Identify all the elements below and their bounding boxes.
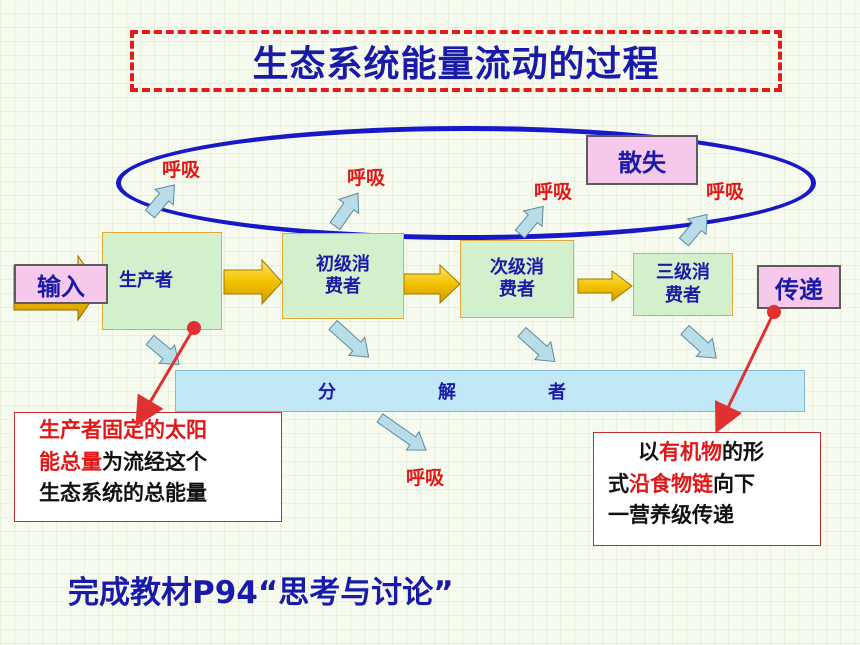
title-box: 生态系统能量流动的过程 — [130, 30, 782, 92]
to-decomp-4 — [680, 324, 717, 359]
secondary-consumer-line1: 次级消 — [490, 256, 544, 278]
note-right: 以有机物的形 式沿食物链向下 一营养级传递 — [593, 432, 821, 546]
producer-box: 生产者 — [102, 232, 222, 330]
input-label-box: 输入 — [14, 264, 108, 304]
secondary-consumer-box: 次级消 费者 — [460, 240, 574, 318]
resp-arrow-1 — [144, 184, 175, 219]
resp-arrow-3 — [514, 205, 544, 239]
secondary-consumer-line2: 费者 — [499, 279, 535, 300]
respiration-label-4: 呼吸 — [706, 181, 745, 203]
producer-label: 生产者 — [119, 269, 173, 291]
resp-arrow-2 — [329, 192, 360, 231]
to-decomp-2 — [328, 319, 370, 358]
note-right-line1-red: 有机物 — [659, 440, 722, 464]
to-decomp-3 — [517, 326, 556, 362]
note-right-line1-post: 的形 — [722, 440, 764, 464]
decomposer-char-1: 分 — [318, 382, 336, 403]
resp-arrow-4 — [678, 213, 708, 247]
note-right-line2-post: 向下 — [713, 471, 755, 496]
respiration-label-1: 呼吸 — [162, 159, 201, 181]
decomposer-char-2: 解 — [438, 382, 456, 403]
note-left-line1: 生产者固定的太阳 — [39, 418, 207, 442]
transfer-box: 传递 — [757, 265, 841, 309]
decomp-resp-arrow — [376, 413, 427, 451]
respiration-label-2: 呼吸 — [347, 167, 386, 189]
respiration-label-3: 呼吸 — [534, 181, 573, 203]
to-decomp-1 — [145, 334, 180, 365]
note-left-line2-rest: 为流经这个 — [102, 449, 207, 474]
flow-arrow-2 — [403, 263, 461, 305]
respiration-label-decomposer: 呼吸 — [406, 467, 445, 489]
decomposer-char-3: 者 — [548, 382, 566, 403]
respiration-arrows — [144, 184, 708, 247]
page-title: 生态系统能量流动的过程 — [252, 44, 660, 85]
note-left-line3: 生态系统的总能量 — [39, 481, 207, 505]
flow-arrow-3 — [577, 270, 633, 302]
flow-arrow-1 — [223, 258, 283, 306]
input-label: 输入 — [37, 272, 85, 301]
transfer-label: 传递 — [775, 275, 823, 304]
tertiary-consumer-line1: 三级消 — [656, 262, 710, 283]
decomposer-bar: 分 解 者 — [175, 370, 805, 412]
dissipation-label: 散失 — [618, 148, 666, 177]
note-right-line2-red: 沿食物链 — [629, 471, 713, 496]
note-left: 生产者固定的太阳 能总量为流经这个 生态系统的总能量 — [14, 412, 282, 522]
dissipation-box: 散失 — [586, 135, 698, 185]
primary-consumer-box: 初级消 费者 — [282, 233, 404, 319]
note-right-line1-pre: 以 — [638, 440, 659, 464]
note-right-line3: 一营养级传递 — [608, 503, 734, 527]
tertiary-consumer-box: 三级消 费者 — [633, 253, 733, 316]
respiration-ellipse — [116, 126, 816, 240]
bottom-instruction: 完成教材P94“思考与讨论” — [68, 575, 454, 611]
tertiary-consumer-line2: 费者 — [665, 284, 701, 306]
note-right-line2-pre: 式 — [608, 471, 629, 496]
primary-consumer-line1: 初级消 — [316, 253, 370, 275]
primary-consumer-line2: 费者 — [325, 276, 361, 297]
note-left-line2-red: 能总量 — [39, 449, 102, 474]
